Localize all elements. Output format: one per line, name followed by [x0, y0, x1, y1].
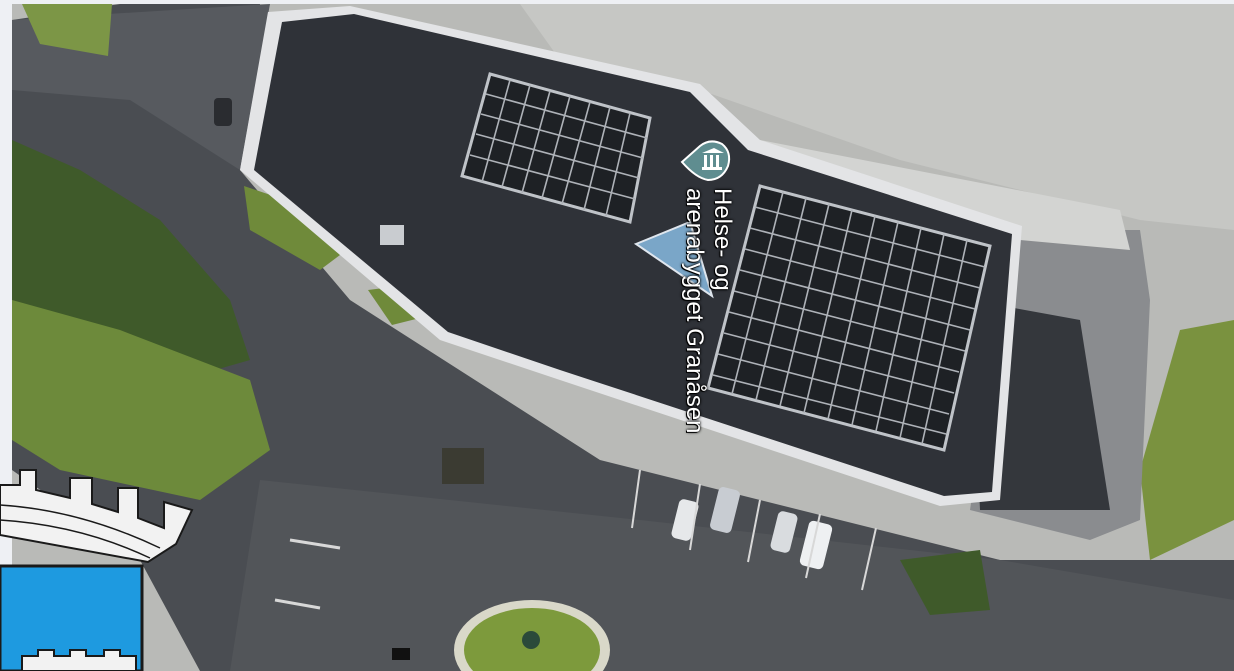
roundabout-center [522, 631, 540, 649]
emblem-crown [0, 469, 194, 564]
map-marker-dot [392, 648, 410, 660]
skylight [633, 220, 714, 299]
road-marking [274, 598, 321, 610]
trees-right [900, 550, 990, 615]
museum-icon [680, 140, 731, 182]
solar-array-large [706, 184, 992, 452]
place-marker[interactable] [680, 136, 740, 186]
road-marking [289, 538, 341, 550]
grass-top-left [22, 4, 112, 56]
solar-array-small [460, 72, 652, 224]
building-steps [760, 140, 1130, 250]
parked-cars [214, 98, 833, 570]
grass-right [1140, 320, 1234, 560]
parking-lot-upper-right [520, 4, 1234, 230]
place-name-line1: Helse- og [709, 188, 736, 291]
place-name-line2: arenabygget Granåsen [681, 188, 708, 434]
roof-vent [380, 225, 404, 245]
place-label[interactable]: Helse- og arenabygget Granåsen [680, 188, 736, 434]
manhole [442, 448, 484, 484]
grass-patch [368, 286, 420, 325]
grass-strip [244, 186, 340, 270]
parking-lines [631, 469, 877, 591]
grass-left [12, 300, 270, 500]
coat-of-arms-emblem [0, 469, 194, 671]
